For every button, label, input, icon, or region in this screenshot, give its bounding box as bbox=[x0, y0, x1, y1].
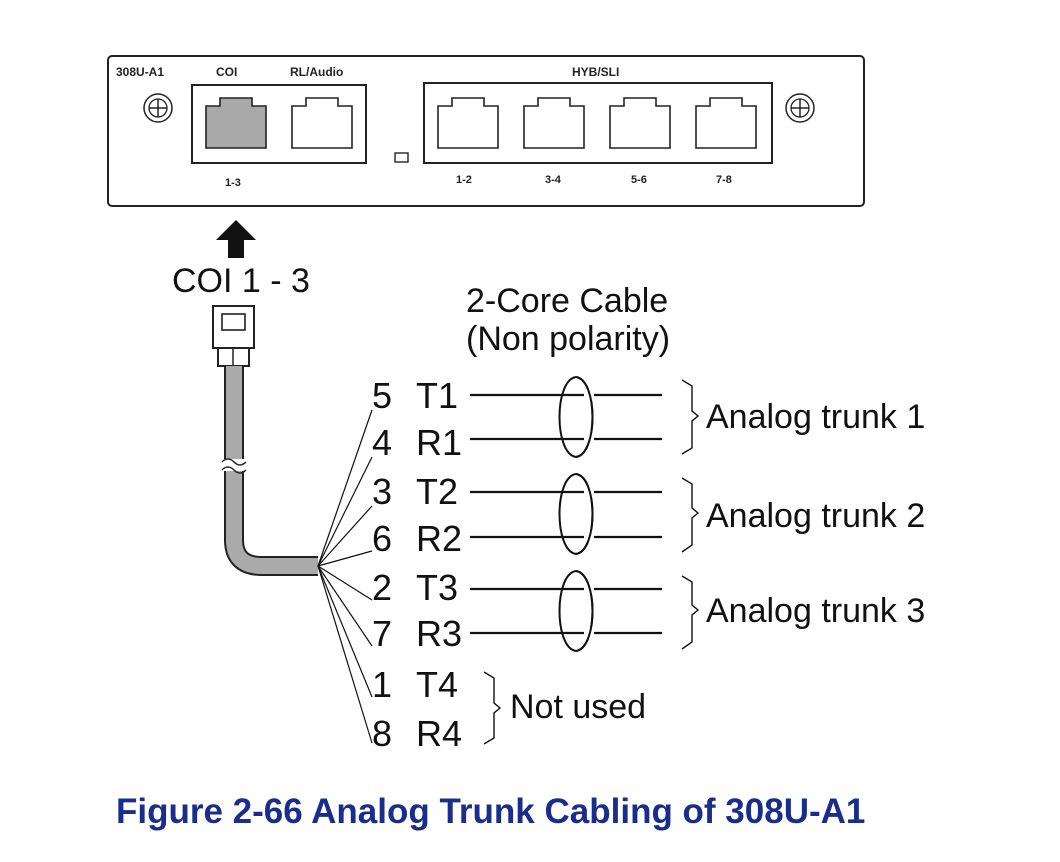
fanout-conductors bbox=[317, 409, 373, 744]
wire-pin-6: 7 bbox=[372, 613, 392, 654]
cable-body bbox=[221, 366, 318, 576]
group-braces bbox=[483, 379, 700, 745]
hyb-port-number-4: 7-8 bbox=[716, 174, 732, 186]
coi-port-icon[interactable] bbox=[205, 97, 267, 149]
wire-labels: 5 T1 4 R1 3 T2 6 R2 2 T3 7 R3 1 T4 8 R4 bbox=[372, 375, 462, 754]
wire-name-3: T2 bbox=[416, 471, 458, 512]
wire-pin-1: 5 bbox=[372, 375, 392, 416]
cable-break-icon bbox=[221, 458, 247, 466]
pair-twist-icons bbox=[558, 376, 594, 652]
not-used-label: Not used bbox=[510, 688, 646, 726]
status-led-icon bbox=[394, 152, 409, 163]
cable-type-label: 2-Core Cable bbox=[466, 282, 668, 320]
coi-rl-port-group bbox=[191, 84, 367, 164]
analog-trunk-3-label: Analog trunk 3 bbox=[706, 592, 925, 630]
hyb-port-number-1: 1-2 bbox=[456, 174, 472, 186]
wire-pin-3: 3 bbox=[372, 471, 392, 512]
wire-pin-2: 4 bbox=[372, 422, 392, 463]
rl-audio-label: RL/Audio bbox=[290, 65, 343, 79]
rj-plug-icon bbox=[212, 305, 255, 367]
coi-label: COI bbox=[216, 65, 237, 79]
wire-name-1: T1 bbox=[416, 375, 458, 416]
wire-name-7: T4 bbox=[416, 664, 458, 705]
hyb-port-number-3: 5-6 bbox=[631, 174, 647, 186]
wire-name-8: R4 bbox=[416, 713, 462, 754]
wire-name-6: R3 bbox=[416, 613, 462, 654]
wire-pin-8: 8 bbox=[372, 713, 392, 754]
analog-trunk-2-label: Analog trunk 2 bbox=[706, 497, 925, 535]
unit-panel: 308U-A1 COI RL/Audio HYB/SLI 1-3 1-2 3-4… bbox=[107, 55, 865, 207]
coi-port-number: 1-3 bbox=[225, 177, 241, 189]
up-arrow-icon bbox=[216, 220, 256, 258]
analog-trunk-1-label: Analog trunk 1 bbox=[706, 398, 925, 436]
wire-pin-7: 1 bbox=[372, 664, 392, 705]
trunk-wires bbox=[470, 393, 662, 635]
wire-pin-4: 6 bbox=[372, 518, 392, 559]
wire-name-4: R2 bbox=[416, 518, 462, 559]
cable-polarity-label: (Non polarity) bbox=[466, 320, 670, 358]
model-label: 308U-A1 bbox=[116, 65, 164, 79]
connector-label: COI 1 - 3 bbox=[172, 262, 310, 300]
wire-name-5: T3 bbox=[416, 567, 458, 608]
figure-caption: Figure 2-66 Analog Trunk Cabling of 308U… bbox=[116, 792, 865, 831]
panel-frame bbox=[107, 55, 865, 207]
wire-pin-5: 2 bbox=[372, 567, 392, 608]
hyb-sli-label: HYB/SLI bbox=[572, 65, 619, 79]
wire-name-2: R1 bbox=[416, 422, 462, 463]
hyb-port-number-2: 3-4 bbox=[545, 174, 562, 186]
hyb-sli-port-group bbox=[423, 82, 773, 164]
